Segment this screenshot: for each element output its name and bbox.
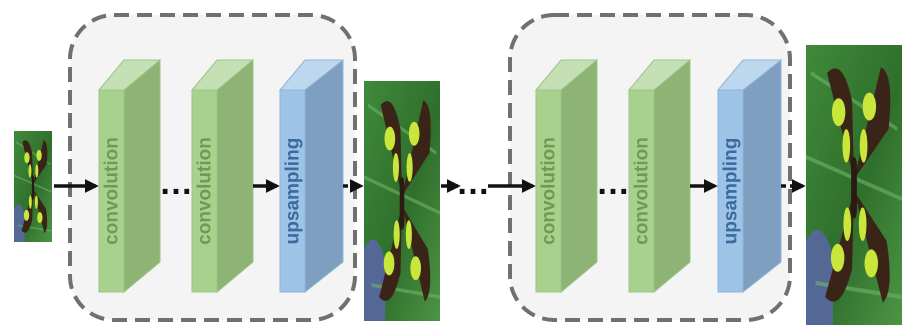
- butterfly-image-large: [806, 45, 902, 325]
- ellipsis-3: …: [596, 164, 630, 202]
- ellipsis-2: …: [456, 164, 490, 202]
- convolution-label-4: convolution: [632, 137, 653, 245]
- convolution-label-2: convolution: [195, 137, 216, 245]
- convolution-label-3: convolution: [539, 137, 560, 245]
- convolution-block-2: convolution: [190, 58, 255, 294]
- convolution-block-4: convolution: [627, 58, 692, 294]
- upsampling-block-2: upsampling: [716, 58, 783, 294]
- upsampling-label-1: upsampling: [283, 138, 304, 245]
- butterfly-image-medium: [364, 81, 440, 321]
- ellipsis-1: …: [159, 164, 193, 202]
- convolution-label-1: convolution: [102, 137, 123, 245]
- butterfly-image-small: [14, 131, 52, 242]
- upsampling-block-1: upsampling: [278, 58, 345, 294]
- upsampling-label-2: upsampling: [721, 138, 742, 245]
- convolution-block-1: convolution: [97, 58, 162, 294]
- convolution-block-3: convolution: [534, 58, 599, 294]
